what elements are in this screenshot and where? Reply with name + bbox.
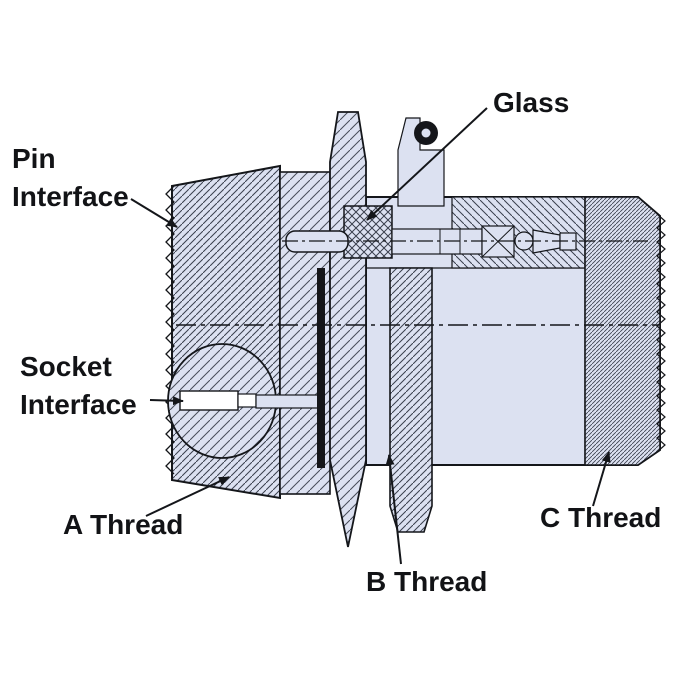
a-thread-leader <box>145 476 230 517</box>
b-thread-region <box>389 267 433 533</box>
pin-interface-label-line2: Interface <box>12 181 129 212</box>
socket-contact-barrel <box>255 394 321 409</box>
b-thread-leader <box>385 454 402 565</box>
socket-interface-label-line2: Interface <box>20 389 137 420</box>
a-thread-label: A Thread <box>63 509 183 540</box>
oring-seal-core <box>421 128 431 138</box>
connector-body <box>165 111 666 548</box>
socket-interface-leader <box>149 396 184 406</box>
socket-slot-step <box>237 393 257 408</box>
center-flange-blade <box>329 111 367 548</box>
socket-slot <box>179 390 239 411</box>
glass-leader <box>366 107 488 221</box>
glass-label: Glass <box>493 87 569 118</box>
pin-interface-label-line1: Pin <box>12 143 56 174</box>
c-thread-label: C Thread <box>540 502 661 533</box>
glass-seal <box>343 205 393 259</box>
b-thread-label: B Thread <box>366 566 487 597</box>
c-thread-serration <box>656 213 666 453</box>
c-thread-leader <box>592 451 611 507</box>
labels: Glass Pin Interface Socket Interface A T… <box>12 87 661 597</box>
gasket-seal <box>317 268 325 468</box>
leader-lines <box>130 107 611 565</box>
c-thread-region <box>584 196 661 466</box>
socket-interface-label-line1: Socket <box>20 351 112 382</box>
pin-interface-leader <box>130 198 178 228</box>
